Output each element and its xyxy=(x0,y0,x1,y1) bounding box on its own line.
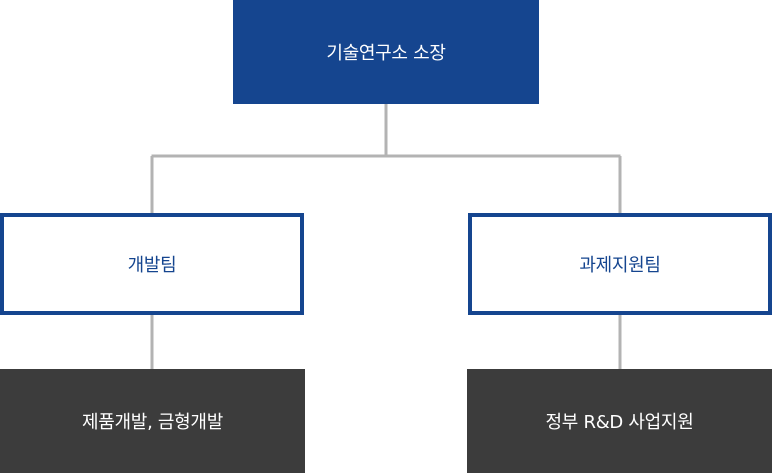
team-node-label: 과제지원팀 xyxy=(579,255,661,276)
team-node-development: 개발팀 xyxy=(0,213,304,315)
team-node-project-support: 과제지원팀 xyxy=(468,213,772,315)
root-node-lab-director: 기술연구소 소장 xyxy=(233,0,539,104)
role-node-project-support: 정부 R&D 사업지원 xyxy=(467,369,772,473)
role-node-development: 제품개발, 금형개발 xyxy=(0,369,305,473)
role-node-label: 제품개발, 금형개발 xyxy=(82,412,223,433)
role-node-label: 정부 R&D 사업지원 xyxy=(545,412,694,433)
team-node-label: 개발팀 xyxy=(127,255,177,276)
root-node-label: 기술연구소 소장 xyxy=(326,43,446,64)
